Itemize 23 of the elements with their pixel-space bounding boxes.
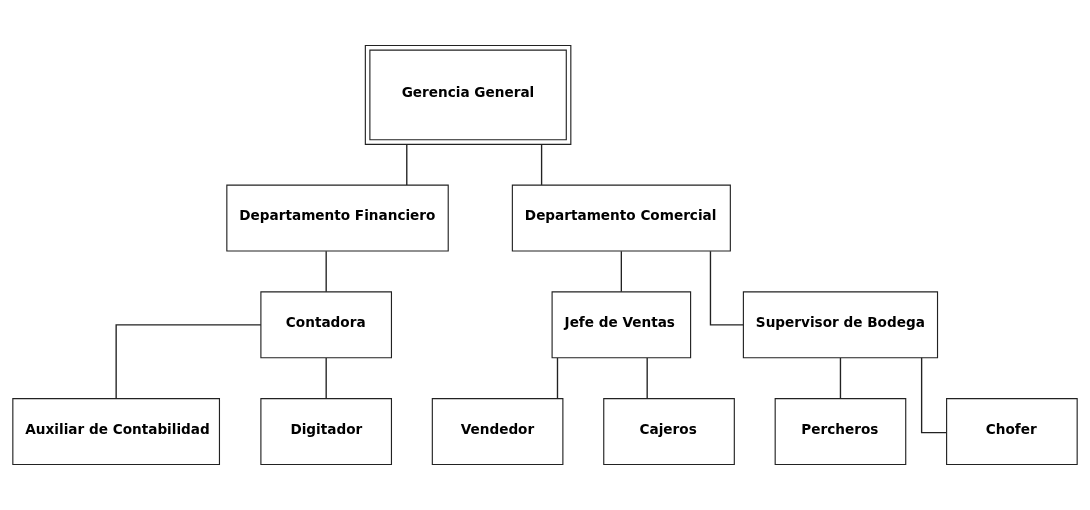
node-box: Contadora — [260, 291, 392, 359]
connector — [709, 250, 744, 326]
connector — [920, 357, 947, 434]
connector — [115, 324, 262, 400]
node-box: Auxiliar de Contabilidad — [12, 398, 221, 466]
connector — [646, 357, 648, 400]
node-box: Gerencia General — [364, 44, 572, 145]
node-box: Cajeros — [603, 398, 735, 466]
connector — [406, 143, 408, 186]
node-box: Departamento Comercial — [511, 184, 731, 252]
connector — [620, 250, 623, 293]
node-box: Departamento Financiero — [226, 184, 449, 252]
node-box: Digitador — [260, 398, 392, 466]
node-box: Jefe de Ventas — [551, 291, 692, 359]
node-box: Vendedor — [431, 398, 564, 466]
connector — [540, 143, 543, 186]
node-box: Percheros — [774, 398, 907, 466]
connector — [556, 357, 559, 400]
connector — [839, 357, 842, 400]
node-box: Supervisor de Bodega — [742, 291, 939, 359]
node-box: Chofer — [946, 398, 1078, 466]
connector — [325, 250, 327, 293]
connector — [325, 357, 327, 400]
